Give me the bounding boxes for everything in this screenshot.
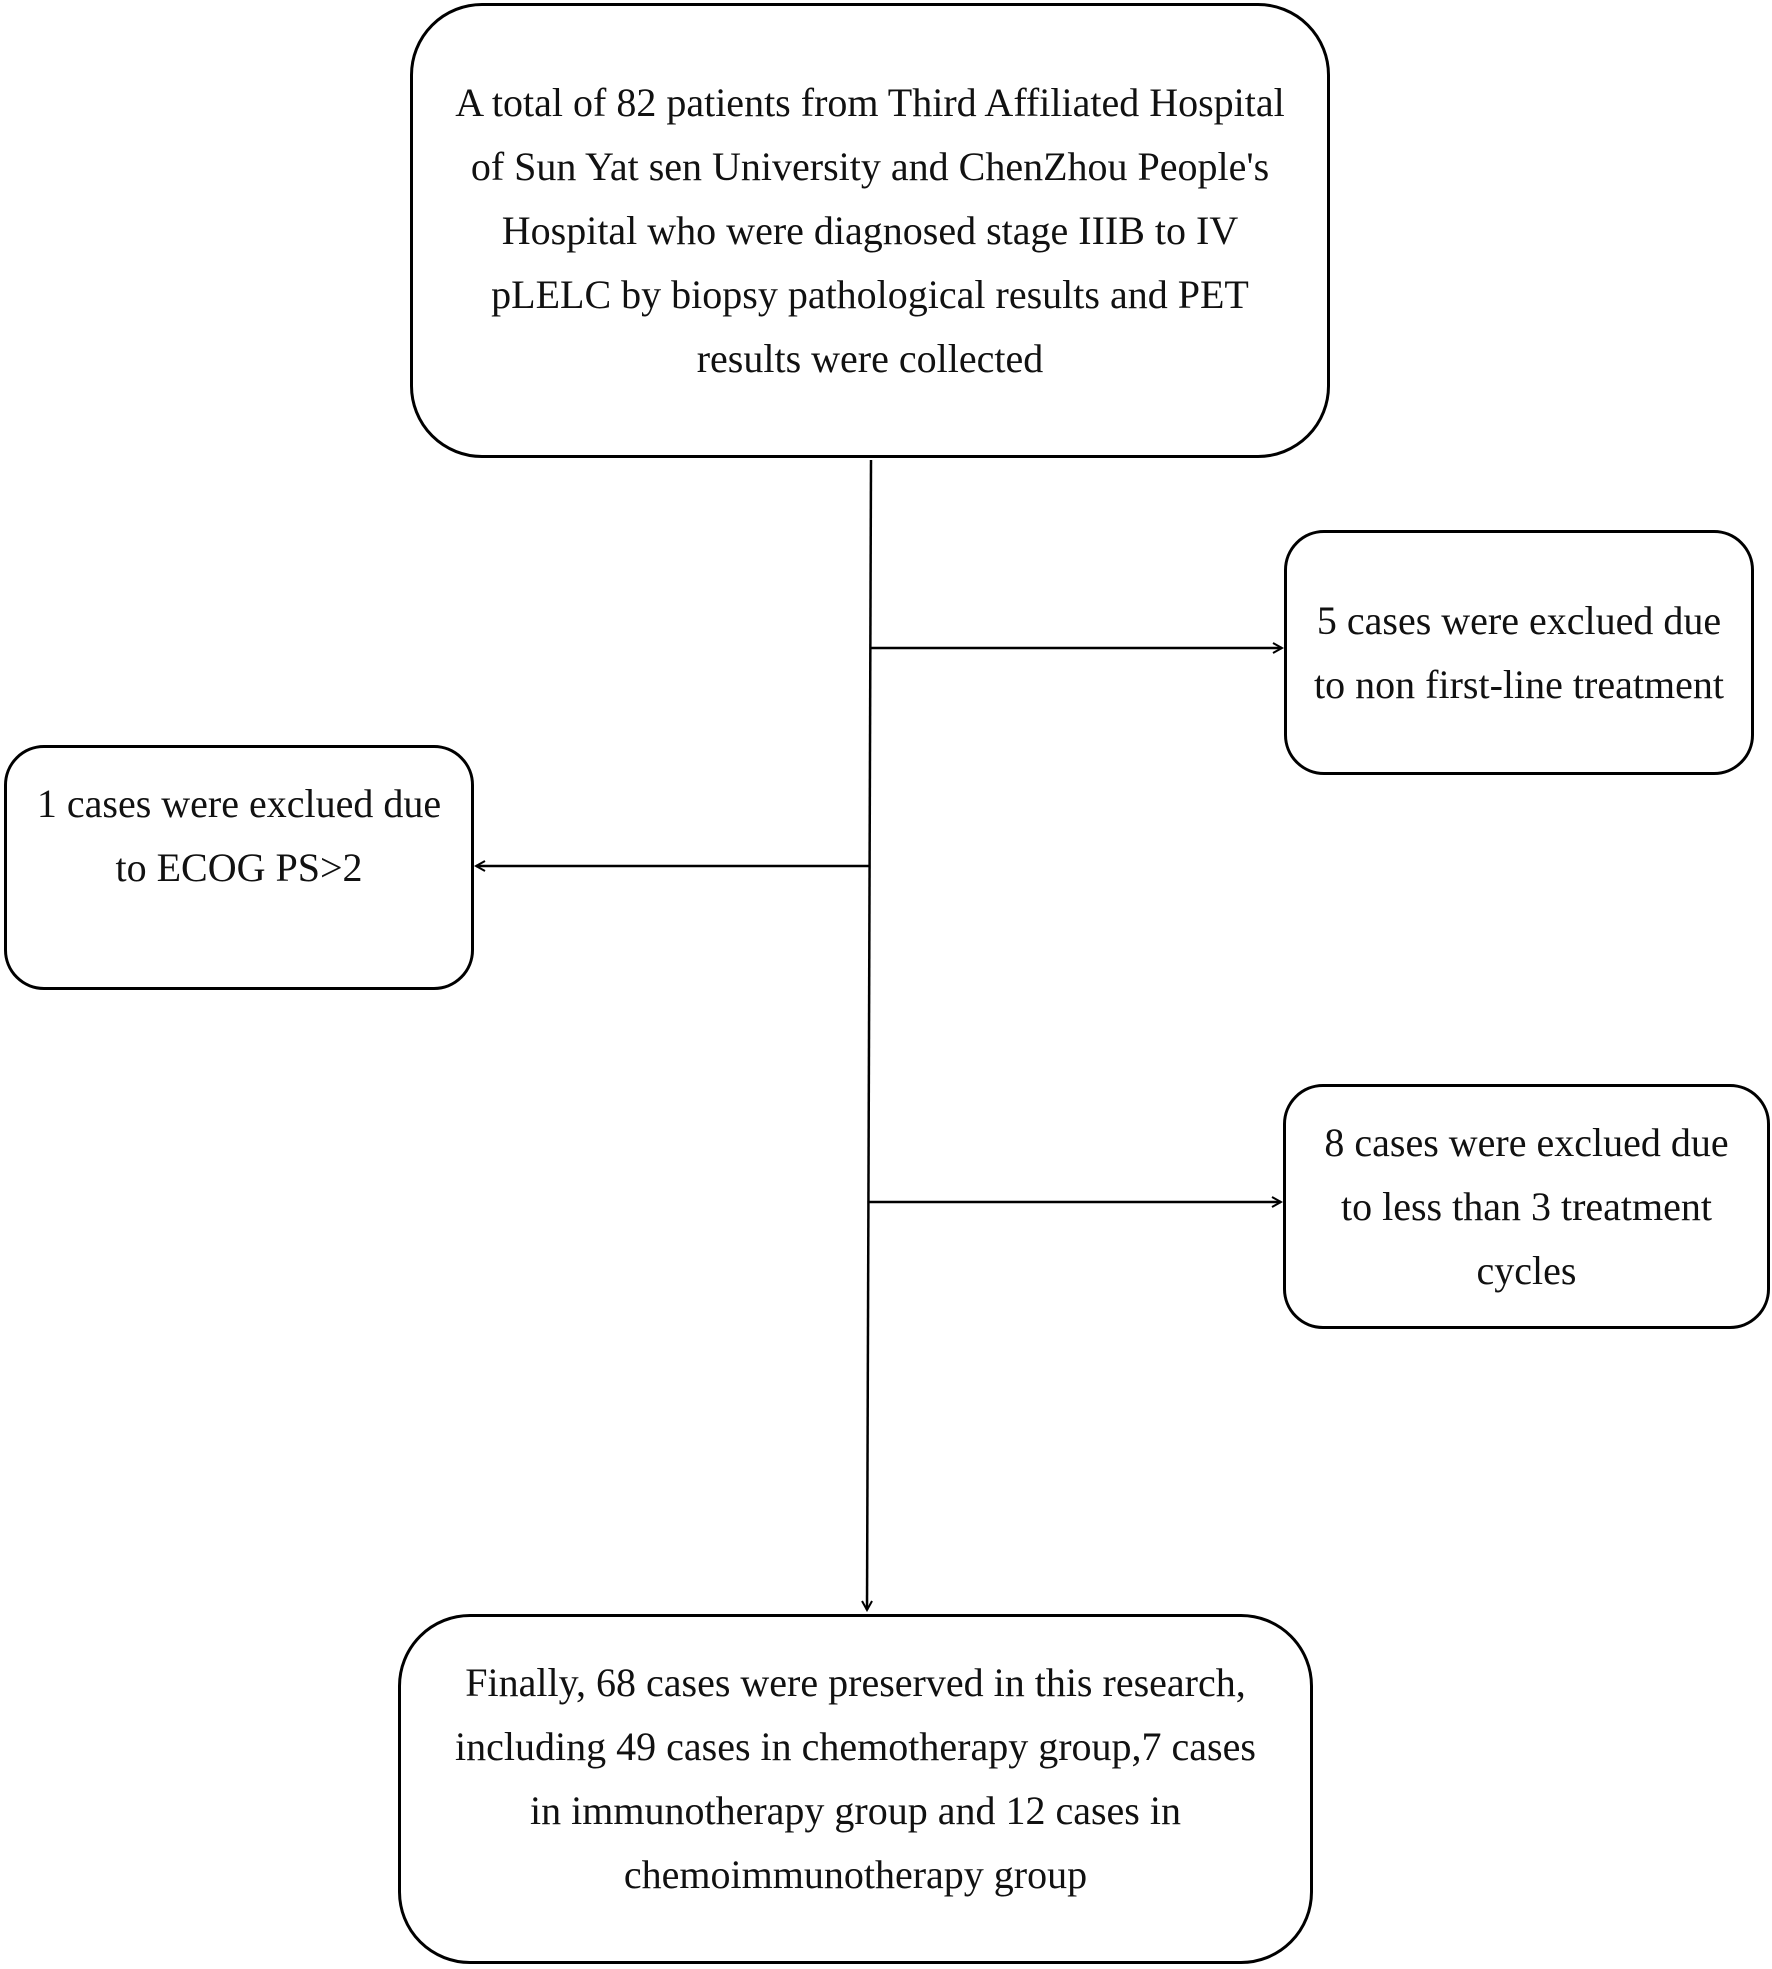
start-box: A total of 82 patients from Third Affili… (410, 3, 1330, 458)
exclusion-box-first-line-text: 5 cases were exclued due to non first-li… (1314, 597, 1724, 707)
exclusion-box-treatment-cycles: 8 cases were exclued due to less than 3 … (1283, 1084, 1770, 1329)
exclusion-box-treatment-cycles-text: 8 cases were exclued due to less than 3 … (1324, 1119, 1729, 1293)
main-vertical-connector (867, 459, 871, 1610)
start-box-text: A total of 82 patients from Third Affili… (455, 79, 1285, 381)
final-box: Finally, 68 cases were preserved in this… (398, 1614, 1313, 1964)
final-box-text: Finally, 68 cases were preserved in this… (455, 1660, 1256, 1897)
exclusion-box-ecog-text: 1 cases were exclued due to ECOG PS>2 (36, 781, 442, 890)
exclusion-box-ecog: 1 cases were exclued due to ECOG PS>2 (4, 745, 474, 990)
exclusion-box-first-line: 5 cases were exclued due to non first-li… (1284, 530, 1754, 775)
